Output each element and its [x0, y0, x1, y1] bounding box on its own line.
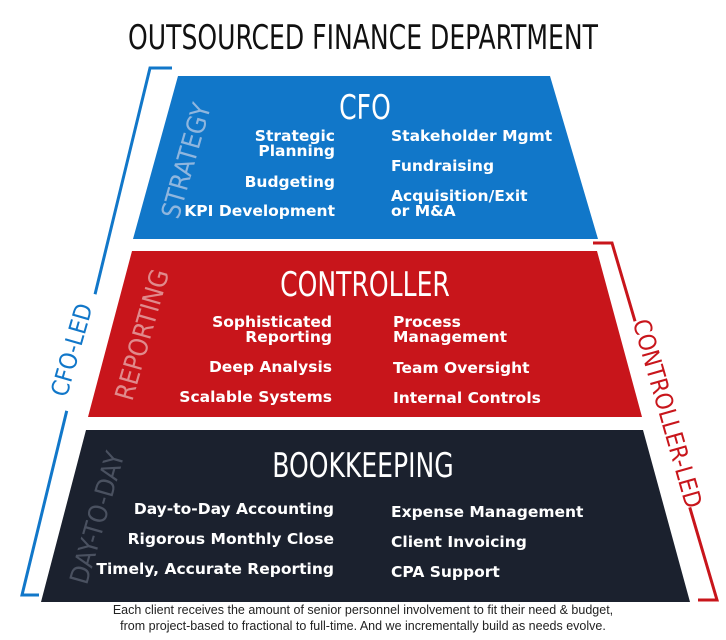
page-title: OUTSOURCED FINANCE DEPARTMENT	[128, 18, 598, 58]
bookkeeping-item-rigorous-monthly-close: Rigorous Monthly Close	[127, 530, 334, 548]
cfo-item-strategic-planning: Strategic Planning	[254, 127, 335, 160]
bookkeeping-tier-title: BOOKKEEPING	[272, 446, 454, 486]
controller-item-scalable-systems: Scalable Systems	[179, 388, 332, 406]
cfo-item-acquisition-exit: Acquisition/Exit or M&A	[391, 187, 528, 220]
strategy-tier-shape	[133, 76, 598, 239]
controller-item-sophisticated-reporting: Sophisticated Reporting	[212, 313, 332, 346]
controller-item-internal-controls: Internal Controls	[393, 389, 541, 407]
bookkeeping-item-expense-management: Expense Management	[391, 503, 584, 521]
cfo-item-stakeholder-mgmt: Stakeholder Mgmt	[391, 127, 553, 145]
footer-note: Each client receives the amount of senio…	[0, 602, 726, 634]
footer-line-1: Each client receives the amount of senio…	[112, 603, 614, 617]
cfo-tier-title: CFO	[339, 88, 391, 128]
footer-line-2: from project-based to fractional to full…	[120, 619, 606, 633]
controller-item-deep-analysis: Deep Analysis	[208, 358, 332, 376]
bookkeeping-item-day-to-day-accounting: Day-to-Day Accounting	[133, 500, 334, 518]
controller-tier-title: CONTROLLER	[280, 265, 450, 305]
cfo-item-budgeting: Budgeting	[244, 173, 335, 191]
day-to-day-tier-shape	[41, 430, 690, 602]
reporting-tier-shape	[88, 251, 642, 417]
bookkeeping-item-timely-accurate-reporting: Timely, Accurate Reporting	[96, 560, 334, 578]
bookkeeping-item-client-invoicing: Client Invoicing	[391, 533, 527, 551]
bookkeeping-item-cpa-support: CPA Support	[391, 563, 500, 581]
controller-item-team-oversight: Team Oversight	[393, 359, 530, 377]
controller-item-process-management: Process Management	[393, 313, 508, 346]
cfo-item-fundraising: Fundraising	[391, 157, 495, 175]
cfo-item-kpi-development: KPI Development	[184, 202, 335, 220]
